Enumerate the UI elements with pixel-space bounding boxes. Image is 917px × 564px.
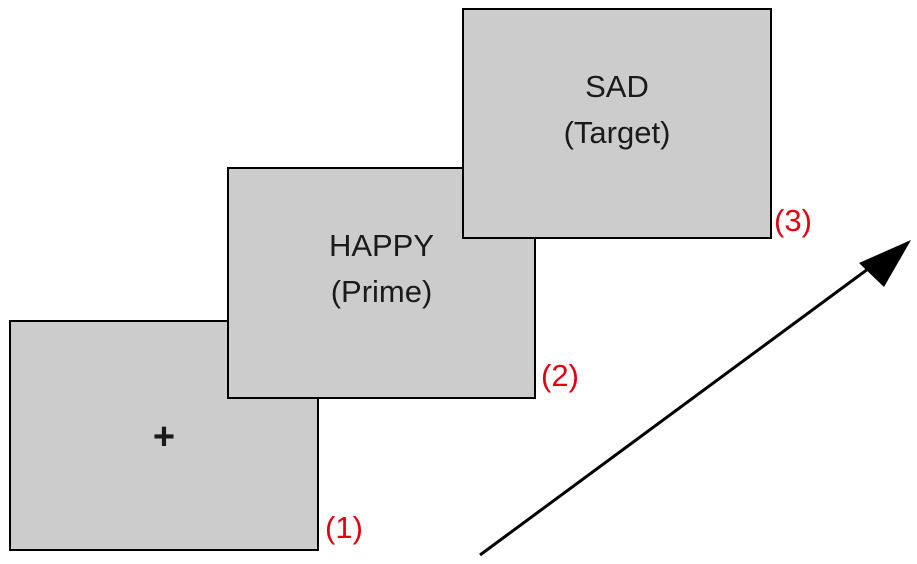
target-word: SAD xyxy=(585,68,649,104)
progression-arrow-shaft xyxy=(479,264,873,557)
progression-arrow-head xyxy=(859,240,911,287)
step-label-3: (3) xyxy=(774,203,812,238)
step-label-1: (1) xyxy=(325,510,363,545)
target-caption: (Target) xyxy=(563,114,671,150)
step-label-2: (2) xyxy=(541,358,579,393)
prime-caption: (Prime) xyxy=(330,274,433,309)
fixation-cross: + xyxy=(152,415,176,458)
prime-word: HAPPY xyxy=(328,228,435,263)
target-screen: SAD (Target) xyxy=(462,8,772,239)
